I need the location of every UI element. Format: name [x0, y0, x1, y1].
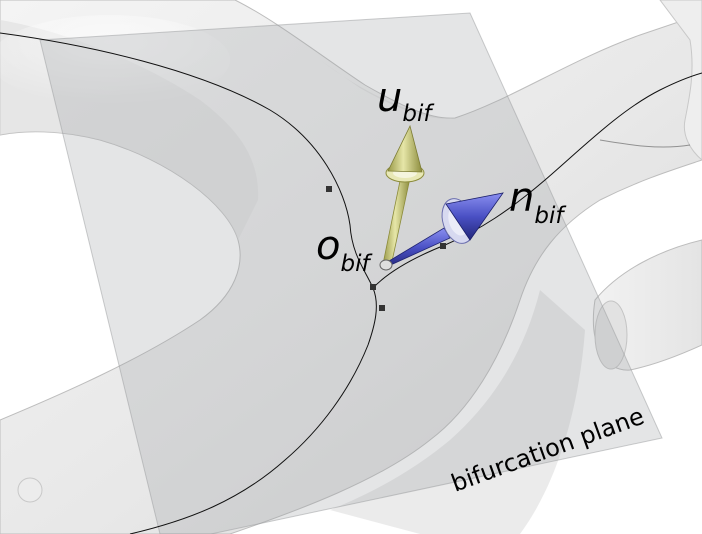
centerline-markers [326, 186, 446, 311]
u-vector-arrow [382, 124, 425, 267]
centerlines [0, 32, 702, 534]
marker-point [326, 186, 332, 192]
n-label: nbif [509, 175, 566, 229]
marker-point [379, 305, 385, 311]
marker-point [440, 243, 446, 249]
bifurcation-plane [39, 12, 663, 534]
u-label: ubif [377, 75, 434, 127]
marker-point [370, 284, 376, 290]
o-label: obif [316, 223, 372, 277]
origin-point-icon [379, 259, 393, 271]
n-vector-arrow [382, 192, 504, 269]
